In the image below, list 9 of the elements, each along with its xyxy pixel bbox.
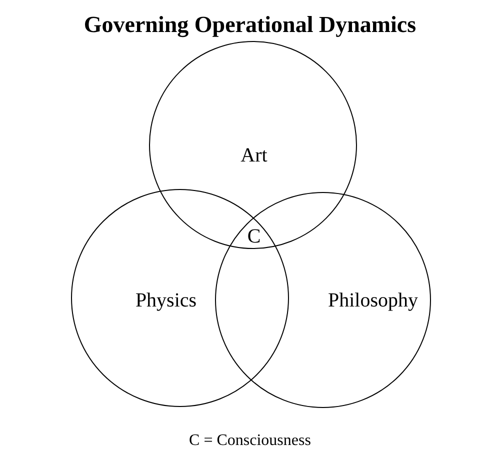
venn-circle — [215, 192, 431, 408]
caption: C = Consciousness — [188, 432, 312, 450]
set-label: Art — [240, 144, 268, 168]
venn-circle — [71, 189, 289, 407]
set-label: Philosophy — [328, 290, 418, 312]
venn-circle — [149, 41, 357, 249]
diagram-title: Governing Operational Dynamics — [82, 12, 418, 38]
set-label: Physics — [135, 290, 197, 312]
intersection-label: C — [247, 226, 261, 248]
